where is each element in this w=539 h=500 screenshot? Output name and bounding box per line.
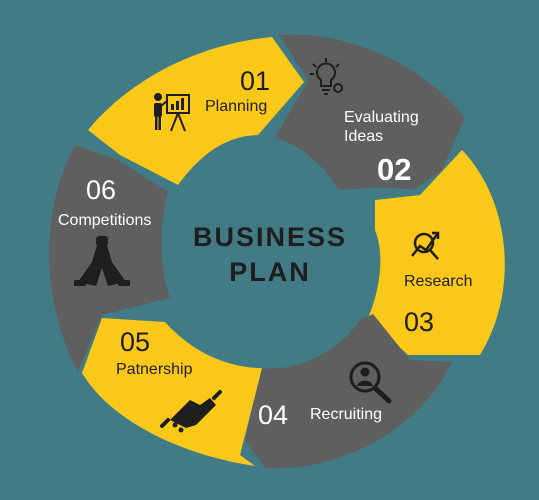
handshake-icon (160, 390, 222, 433)
presentation-icon (154, 93, 190, 132)
step-05-number: 05 (120, 327, 150, 357)
step-01-segment: 01 Planning (88, 37, 304, 185)
step-03-number: 03 (404, 307, 434, 337)
step-01-label: Planning (205, 98, 267, 115)
center-title-line2: PLAN (229, 257, 311, 287)
step-05-arrow (82, 318, 262, 466)
step-01-arrow (88, 37, 304, 185)
magnifier-person-icon (349, 361, 392, 404)
step-02-arrow (275, 34, 465, 191)
step-04-segment: 04 Recruiting (245, 314, 452, 469)
step-03-segment: Research 03 (368, 150, 505, 355)
step-04-number: 04 (258, 400, 288, 430)
research-chart-icon (411, 231, 440, 260)
step-03-arrow (368, 150, 505, 355)
step-05-label: Patnership (116, 361, 193, 378)
arm-wrestling-icon (74, 236, 130, 286)
step-02-segment: Evaluating Ideas 02 (275, 34, 465, 191)
step-02-label-line2: Ideas (344, 128, 383, 145)
step-06-label: Competitions (58, 212, 151, 229)
step-05-segment: 05 Patnership (82, 318, 262, 466)
step-01-number: 01 (240, 66, 270, 96)
step-04-arrow (245, 314, 452, 469)
step-06-number: 06 (86, 175, 116, 205)
step-02-label-line1: Evaluating (344, 109, 419, 126)
step-03-label: Research (404, 273, 472, 290)
step-06-segment: 06 Competitions (49, 145, 171, 372)
step-04-label: Recruiting (310, 406, 382, 423)
idea-bulb-icon (310, 58, 343, 95)
center-title-line1: BUSINESS (193, 222, 347, 252)
step-02-number: 02 (377, 152, 411, 187)
